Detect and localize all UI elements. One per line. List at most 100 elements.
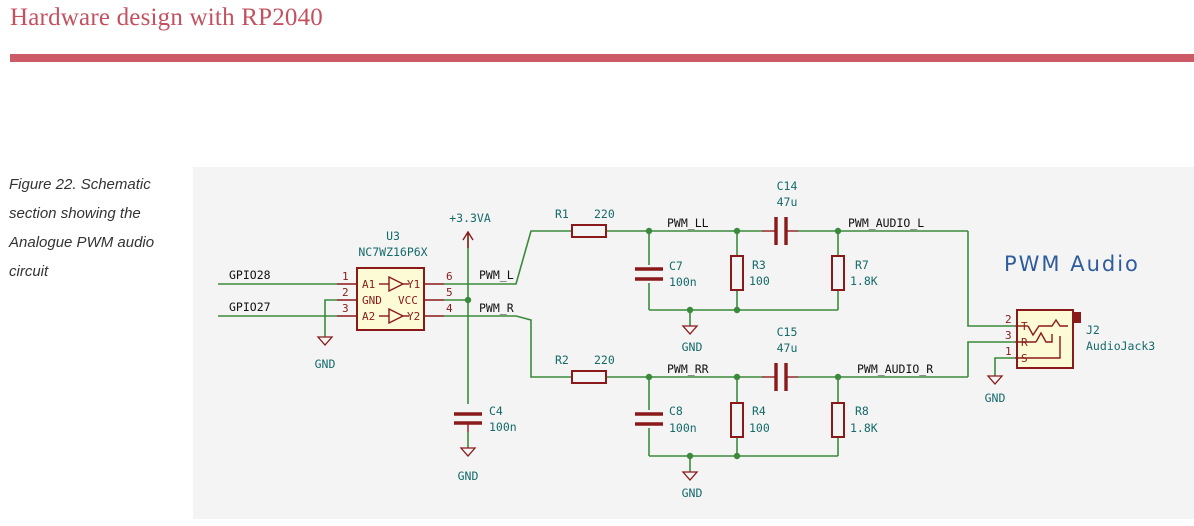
c4-ref: C4 xyxy=(489,404,503,418)
c4-value: 100n xyxy=(489,420,517,434)
net-label-pwm-audio-l: PWM_AUDIO_L xyxy=(848,216,924,230)
u3-pin-number-4: 4 xyxy=(446,302,453,315)
r4-value: 100 xyxy=(749,421,770,435)
gnd-bottom-label: GND xyxy=(682,486,703,500)
gnd-c4-label: GND xyxy=(458,469,479,483)
power-3v3-label: +3.3VA xyxy=(449,211,491,225)
r2-value: 220 xyxy=(594,353,615,367)
j2-pin-number-1: 1 xyxy=(1005,345,1012,358)
net-label-pwm-rr: PWM_RR xyxy=(667,362,709,376)
wire-pwm-l xyxy=(444,230,572,285)
j2-sleeve-contact xyxy=(1015,336,1061,359)
r4-body xyxy=(730,402,744,438)
j2-sleeve-tab xyxy=(1073,312,1081,323)
u3-pin-a2: A2 xyxy=(362,310,375,323)
c7-value: 100n xyxy=(669,275,697,289)
junction-r3 xyxy=(733,227,741,235)
r7-value: 1.8K xyxy=(850,274,878,288)
gnd-u3-label: GND xyxy=(315,357,336,371)
r3-value: 100 xyxy=(749,274,770,288)
c8-ref: C8 xyxy=(669,404,683,418)
power-3v3: +3.3VA xyxy=(449,211,491,248)
r8-ref: R8 xyxy=(855,404,869,418)
c15-value: 47u xyxy=(777,341,798,355)
r7-ref: R7 xyxy=(855,258,869,272)
junction-gnd-bottom xyxy=(686,452,694,460)
net-label-gpio27: GPIO27 xyxy=(229,300,271,314)
j2-ref: J2 xyxy=(1086,323,1100,337)
j2-pin-s: S xyxy=(1021,352,1028,365)
wire-jack-ring xyxy=(967,341,1015,377)
r2-body xyxy=(571,370,607,384)
r1-ref: R1 xyxy=(555,207,569,221)
resistor-r8: R8 1.8K xyxy=(831,402,878,438)
u3-buffer: U3 NC7WZ16P6X 1 2 3 6 5 4 A1 Y1 GND VCC … xyxy=(337,229,453,331)
r4-ref: R4 xyxy=(752,404,766,418)
wire-jack-sleeve xyxy=(994,357,1015,376)
junction-c8 xyxy=(645,373,653,381)
j2-tip-contact xyxy=(1027,318,1068,337)
gnd-top-symbol xyxy=(681,325,699,335)
j2-pin-t: T xyxy=(1021,320,1028,333)
u3-pin-y1: Y1 xyxy=(407,278,420,291)
j2-pin-r: R xyxy=(1021,336,1028,349)
u3-pin-vcc: VCC xyxy=(398,294,418,307)
capacitor-c15: C15 47u xyxy=(762,325,798,391)
net-label-pwm-l: PWM_L xyxy=(479,268,514,282)
net-label-pwm-audio-r: PWM_AUDIO_R xyxy=(857,362,933,376)
gnd-jack: GND xyxy=(985,375,1005,405)
c14-value: 47u xyxy=(777,195,798,209)
u3-pin-number-1: 1 xyxy=(342,270,349,283)
junction-3v3 xyxy=(464,296,472,304)
c15-ref: C15 xyxy=(777,325,798,339)
j2-pin-number-2: 2 xyxy=(1005,313,1012,326)
u3-pin-a1: A1 xyxy=(362,278,375,291)
junctions xyxy=(464,227,842,460)
r2-ref: R2 xyxy=(555,353,569,367)
wires xyxy=(218,230,1015,472)
r7-body xyxy=(831,255,845,291)
gnd-u3-symbol xyxy=(316,336,334,346)
junction-gnd-top xyxy=(686,306,694,314)
resistor-r7: R7 1.8K xyxy=(831,255,878,291)
c7-ref: C7 xyxy=(669,259,683,273)
u3-pin-number-2: 2 xyxy=(342,286,349,299)
resistor-r2: R2 220 xyxy=(555,353,615,384)
net-label-pwm-ll: PWM_LL xyxy=(667,216,709,230)
gnd-u3: GND xyxy=(315,336,336,371)
gnd-top: GND xyxy=(681,325,703,354)
gnd-bottom: GND xyxy=(681,471,703,500)
c8-value: 100n xyxy=(669,421,697,435)
gnd-bottom-symbol xyxy=(681,471,699,481)
page-title: Hardware design with RP2040 xyxy=(10,4,323,31)
r3-ref: R3 xyxy=(752,258,766,272)
capacitor-c4: C4 100n xyxy=(454,404,517,434)
capacitor-c8: C8 100n xyxy=(635,404,697,435)
junction-r7 xyxy=(834,227,842,235)
wire-pwm-r xyxy=(444,315,572,378)
u3-pin-y2: Y2 xyxy=(407,310,420,323)
u3-ref: U3 xyxy=(386,229,400,243)
wire-u3-gnd xyxy=(324,299,337,337)
audio-jack-j2: 2 3 1 T R S J2 AudioJack3 xyxy=(1005,309,1155,369)
r3-body xyxy=(730,255,744,291)
resistor-r3: R3 100 xyxy=(730,255,770,291)
resistor-r4: R4 100 xyxy=(730,402,770,438)
heading-rule xyxy=(10,54,1194,62)
u3-pin-number-3: 3 xyxy=(342,302,349,315)
junction-r3-gnd xyxy=(733,306,741,314)
j2-value: AudioJack3 xyxy=(1086,339,1155,353)
j2-pin-number-3: 3 xyxy=(1005,329,1012,342)
r8-body xyxy=(831,402,845,438)
r1-body xyxy=(571,224,607,238)
wire-jack-tip xyxy=(967,231,1015,327)
gnd-c4: GND xyxy=(458,447,479,483)
gnd-top-label: GND xyxy=(682,340,703,354)
u3-buffer2-triangle xyxy=(388,307,405,325)
junction-r4 xyxy=(733,373,741,381)
u3-buffer1-triangle xyxy=(388,275,405,293)
junction-r8 xyxy=(834,373,842,381)
c14-ref: C14 xyxy=(777,179,798,193)
r8-value: 1.8K xyxy=(850,421,878,435)
